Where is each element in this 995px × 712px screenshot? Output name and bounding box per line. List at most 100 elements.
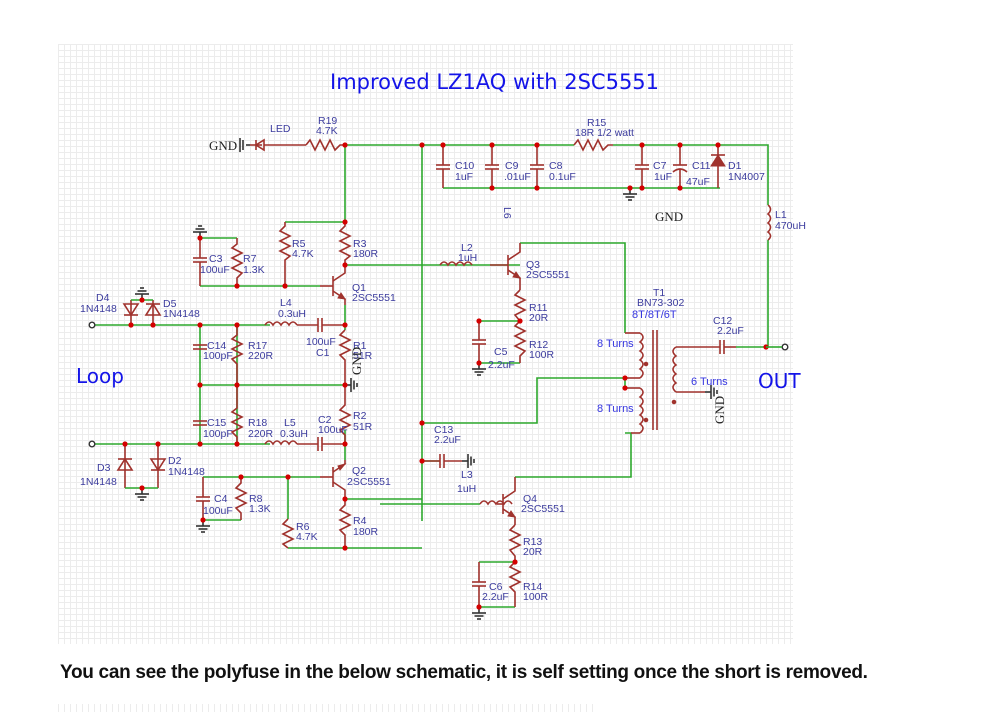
component-label: R1: [353, 340, 367, 352]
component-label: D3: [97, 462, 111, 474]
component-label: C12: [713, 315, 732, 327]
component-label: BN73-302: [637, 297, 684, 309]
component-label: L3: [461, 469, 473, 481]
component-label: 100uF: [200, 264, 230, 276]
component-label: 20R: [529, 312, 549, 324]
component-label: 6 Turns: [691, 376, 728, 388]
component-label: 100uF: [318, 424, 348, 436]
component-label: 47uF: [686, 176, 710, 188]
component-label: 1.3K: [243, 264, 265, 276]
component-label: 220R: [248, 350, 274, 362]
component-label: R17: [248, 340, 267, 352]
component-label: 470uH: [775, 220, 806, 232]
component-label: C4: [214, 493, 228, 505]
component-label: Q1: [352, 282, 366, 294]
component-label: .01uF: [504, 171, 531, 183]
component-label: D2: [168, 455, 182, 467]
component-label: 1N4148: [163, 308, 200, 320]
component-label: 51R: [353, 421, 373, 433]
component-label: GND: [712, 396, 727, 424]
component-label: R18: [248, 417, 267, 429]
component-label: R4: [353, 515, 367, 527]
component-label: R15: [587, 117, 606, 129]
component-label: D1: [728, 160, 742, 172]
component-label: 4.7K: [292, 248, 314, 260]
component-label: 2SC5551: [347, 476, 391, 488]
component-label: 1N4148: [80, 303, 117, 315]
component-label: C9: [505, 160, 519, 172]
component-label: C8: [549, 160, 563, 172]
component-label: 20R: [523, 546, 543, 558]
component-label: L6: [501, 207, 513, 219]
component-label: L4: [280, 297, 292, 309]
component-label: R5: [292, 238, 306, 250]
component-label: 4.7K: [296, 531, 318, 543]
component-label: 51R: [353, 350, 373, 362]
component-label: R8: [249, 493, 263, 505]
component-symbols: [116, 138, 772, 607]
component-label: C5: [494, 346, 508, 358]
junctions: [122, 142, 769, 610]
component-label: 220R: [248, 428, 274, 440]
component-label: C11: [692, 160, 711, 172]
component-label: 180R: [353, 526, 379, 538]
component-label: R12: [529, 339, 548, 351]
component-label: R3: [353, 238, 367, 250]
ground-symbols: [134, 138, 718, 620]
component-label: C2: [318, 414, 332, 426]
component-label: LED: [270, 123, 291, 135]
component-label: 2SC5551: [521, 503, 565, 515]
component-label: 2.2uF: [488, 359, 515, 371]
component-label: C3: [209, 253, 223, 265]
component-label: 2SC5551: [352, 292, 396, 304]
component-label: R14: [523, 581, 542, 593]
component-label: 2.2uF: [717, 325, 744, 337]
component-label: L5: [284, 417, 296, 429]
loop-terminal-bottom: [88, 440, 96, 448]
component-label: 1uF: [654, 171, 672, 183]
component-label: R19: [318, 115, 337, 127]
component-label: R11: [529, 302, 548, 314]
component-label: 1N4148: [80, 476, 117, 488]
component-label: C15: [207, 417, 226, 429]
component-label: 8 Turns: [597, 403, 634, 415]
component-label: 2.2uF: [434, 434, 461, 446]
component-label: 100pF: [203, 428, 233, 440]
component-label: GND: [209, 138, 237, 153]
component-label: 1uH: [458, 252, 477, 264]
component-label: 2.2uF: [482, 591, 509, 603]
component-label: 1N4148: [168, 466, 205, 478]
component-label: L2: [461, 242, 473, 254]
component-label: Q2: [352, 465, 366, 477]
component-label: C6: [489, 581, 503, 593]
component-label: 2SC5551: [526, 269, 570, 281]
loop-terminal-top: [88, 321, 96, 329]
component-label: GND: [349, 347, 364, 375]
loop-label: Loop: [76, 364, 124, 388]
component-label: 18R 1/2 watt: [575, 127, 634, 139]
out-label: OUT: [758, 369, 801, 393]
out-terminal: [781, 343, 789, 351]
schematic-canvas: [58, 44, 793, 644]
component-label: 0.1uF: [549, 171, 576, 183]
component-label: 8T/8T/6T: [632, 309, 677, 321]
component-label: R6: [296, 521, 310, 533]
component-label: C13: [434, 424, 453, 436]
component-label: 1N4007: [728, 171, 765, 183]
component-label: 1uF: [455, 171, 473, 183]
component-label: Q3: [526, 259, 540, 271]
component-label: R13: [523, 536, 542, 548]
component-label: D5: [163, 298, 177, 310]
component-label: 8 Turns: [597, 338, 634, 350]
component-label: D4: [96, 292, 110, 304]
component-label: 100uF: [306, 336, 336, 348]
caption-text: You can see the polyfuse in the below sc…: [60, 662, 868, 683]
component-label: 1uH: [457, 483, 476, 495]
component-label: 100R: [523, 591, 549, 603]
component-label: 100R: [529, 349, 555, 361]
component-label: C7: [653, 160, 667, 172]
schematic-title: Improved LZ1AQ with 2SC5551: [330, 70, 659, 94]
component-label: L1: [775, 209, 787, 221]
component-label: R7: [243, 253, 257, 265]
